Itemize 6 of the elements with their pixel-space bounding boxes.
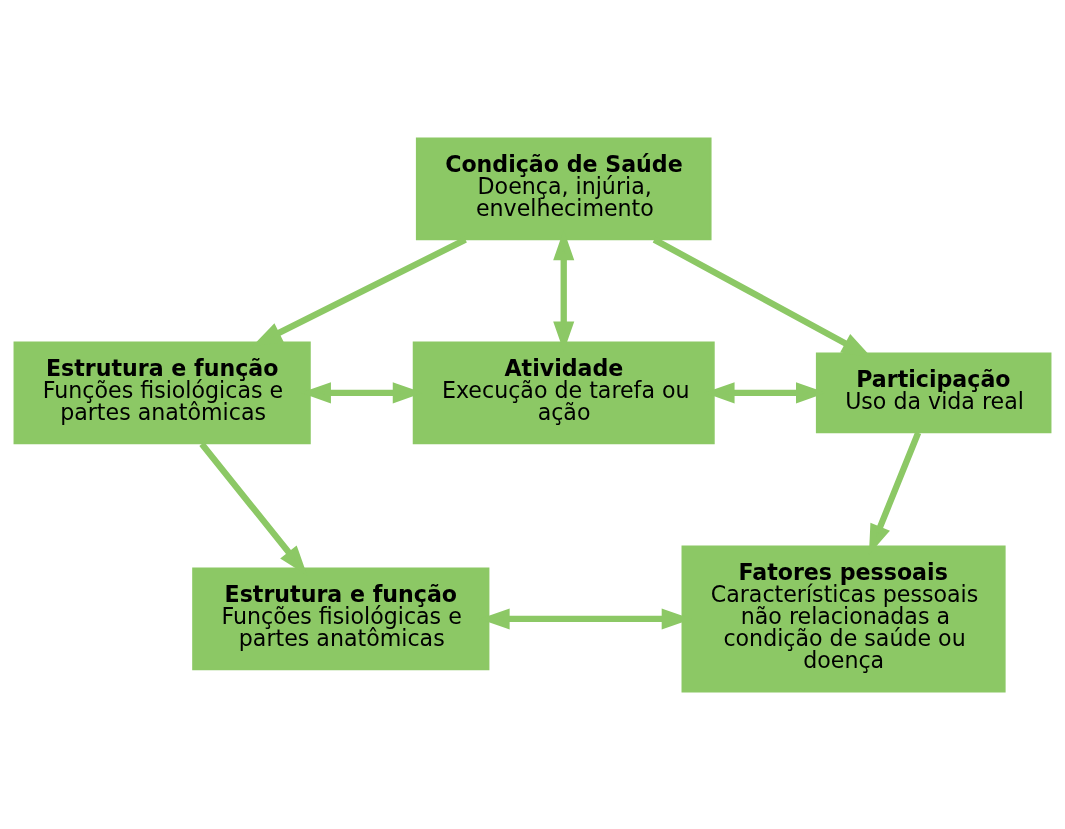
- node-box: Condição de Saúde Doença, injúria, envelhecimento: [415, 137, 712, 240]
- node-box: Participação Uso da vida real: [815, 352, 1052, 433]
- node-box: Estrutura e função Funções fisiológicas e partes anatômicas: [192, 567, 490, 670]
- node-box: Atividade Execução de tarefa ou ação: [412, 340, 715, 444]
- node-box: Fatores pessoais Características pessoais não relacionadas a condição de saúde ou doença: [681, 544, 1006, 692]
- node-box: Estrutura e função Funções fisiológicas e partes anatômicas: [13, 340, 311, 444]
